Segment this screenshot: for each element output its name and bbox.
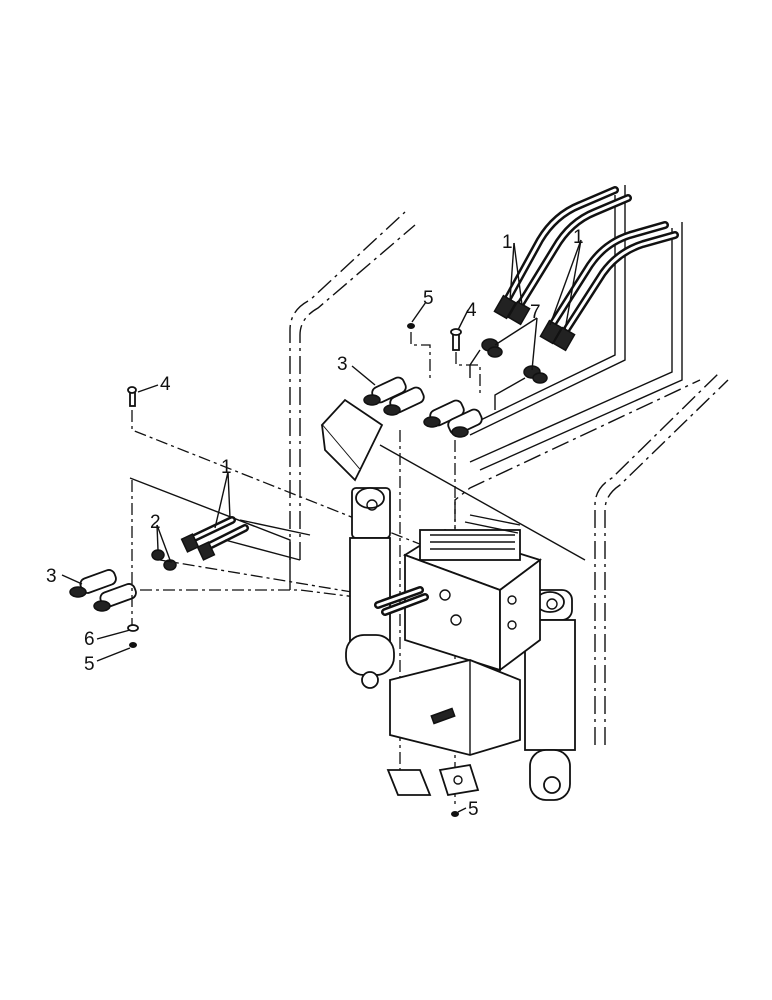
callout-1-left: 1 [221,457,232,478]
bottom-brackets [386,763,480,817]
elbow-fittings [469,338,548,410]
callout-6: 6 [84,629,95,650]
callout-4-upper: 4 [466,300,477,321]
left-elbows [151,549,177,571]
callout-3-upper: 3 [337,354,348,375]
hose-routing-lines [379,185,683,561]
upper-couplers [363,376,483,438]
callout-4-left: 4 [160,374,171,395]
callout-5-bottom: 5 [468,799,479,820]
left-hoses [180,516,249,561]
left-cylinder [320,398,395,689]
callout-labels: 1 1 1 2 3 3 4 4 5 5 5 6 7 [46,227,584,820]
callout-2: 2 [150,512,161,533]
callout-1-upper-right: 1 [573,227,584,248]
callout-3-left: 3 [46,566,57,587]
upper-hoses [493,186,679,352]
valve-block [374,514,542,672]
callout-5-left: 5 [84,654,95,675]
leader-lines [61,239,582,813]
left-couplers [69,569,137,612]
callout-1-upper-left: 1 [502,232,513,253]
frame-outline [289,211,729,745]
pump-housing [389,659,521,756]
callout-5-upper: 5 [423,288,434,309]
callout-7: 7 [530,302,541,323]
